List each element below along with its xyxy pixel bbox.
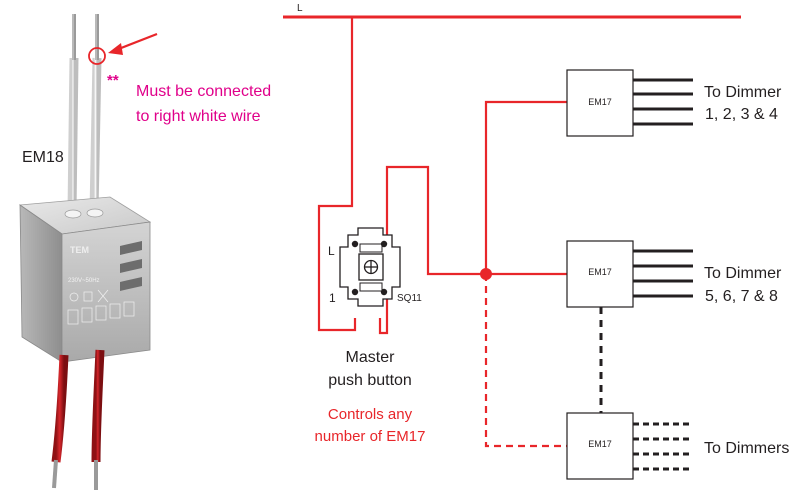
dimmer-outputs-3-dashed xyxy=(633,422,693,471)
switch-note-line-1: Controls any xyxy=(327,406,413,423)
switch-model: SQ11 xyxy=(397,293,422,304)
module-3-target-line-1: To Dimmers xyxy=(704,440,790,457)
switch-caption-line-1: Master xyxy=(345,349,395,366)
white-wires xyxy=(67,14,102,213)
module-3-label: EM17 xyxy=(588,439,612,449)
red-wires xyxy=(51,349,105,490)
switch-pin-1: 1 xyxy=(329,291,336,305)
junction-dot xyxy=(480,268,492,280)
switched-wire xyxy=(378,165,486,335)
push-button-sq11 xyxy=(339,227,401,307)
note-line-2: to right white wire xyxy=(136,108,261,125)
line-label: L xyxy=(297,3,303,14)
module-1-target-line-1: To Dimmer xyxy=(704,84,782,101)
em18-device-illustration: TEM 230V~50Hz xyxy=(18,14,158,490)
module-1-target-line-2: 1, 2, 3 & 4 xyxy=(705,106,778,123)
switch-pin-l: L xyxy=(328,244,335,258)
switch-caption-line-2: push button xyxy=(328,372,412,389)
module-2-target-line-2: 5, 6, 7 & 8 xyxy=(705,288,778,305)
em17-module-3 xyxy=(566,412,693,480)
device-name: EM18 xyxy=(22,149,64,166)
module-2-target-line-1: To Dimmer xyxy=(704,265,782,282)
note-line-1: Must be connected xyxy=(136,83,272,100)
pointer-arrow xyxy=(108,32,158,55)
bus-wire-3-dashed xyxy=(484,274,567,448)
bus-wire-1 xyxy=(484,100,567,274)
dimmer-outputs-2 xyxy=(633,249,693,298)
em17-module-2 xyxy=(566,240,693,308)
em18-box: TEM 230V~50Hz xyxy=(18,196,152,363)
front-symbols xyxy=(67,289,135,325)
em17-module-1 xyxy=(566,69,693,137)
rating-marking: 230V~50Hz xyxy=(68,278,100,284)
brand-marking: TEM xyxy=(70,245,89,255)
module-1-label: EM17 xyxy=(588,97,612,107)
terminal-screws xyxy=(351,240,388,296)
feed-wire xyxy=(317,17,357,332)
note-marker: ** xyxy=(107,72,119,89)
highlight-circle xyxy=(88,47,106,65)
switch-note-line-2: number of EM17 xyxy=(314,428,426,445)
dimmer-outputs-1 xyxy=(633,78,693,126)
module-2-label: EM17 xyxy=(588,267,612,277)
